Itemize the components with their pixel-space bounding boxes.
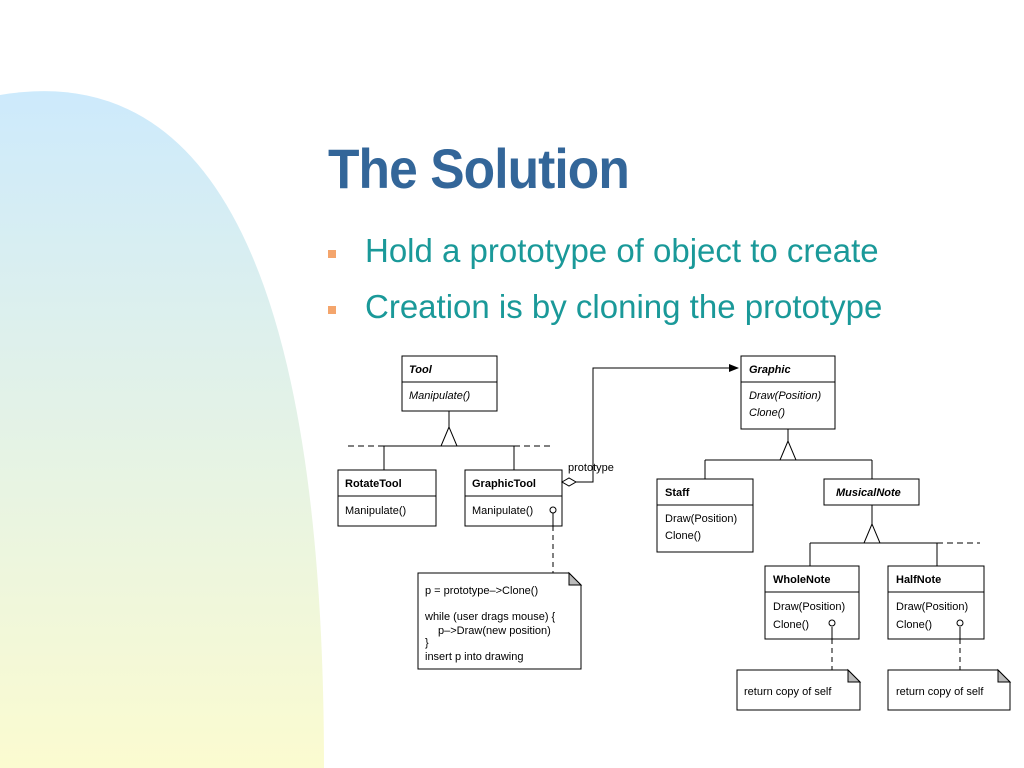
- class-operation: Clone(): [773, 619, 809, 631]
- note-line: p = prototype–>Clone(): [425, 585, 538, 597]
- class-name: GraphicTool: [472, 478, 536, 490]
- class-operation: Draw(Position): [665, 513, 737, 525]
- bullet-list: Hold a prototype of object to create Cre…: [328, 232, 882, 344]
- class-operation: Clone(): [896, 619, 932, 631]
- class-operation: Manipulate(): [409, 390, 470, 402]
- class-operation: Manipulate(): [472, 505, 533, 517]
- class-rotate-tool: RotateTool Manipulate(): [337, 469, 437, 527]
- class-staff: Staff Draw(Position) Clone(): [656, 478, 754, 553]
- note-whole-note-clone: return copy of self: [736, 668, 862, 711]
- note-text: return copy of self: [896, 686, 984, 698]
- note-manipulate-code: p = prototype–>Clone() while (user drags…: [417, 571, 583, 670]
- class-half-note: HalfNote Draw(Position) Clone(): [887, 565, 985, 640]
- bullet-item: Hold a prototype of object to create: [328, 232, 882, 288]
- class-name: Graphic: [749, 364, 791, 376]
- slide-title: The Solution: [328, 137, 630, 200]
- bullet-square-icon: [328, 250, 336, 258]
- bullet-item: Creation is by cloning the prototype: [328, 288, 882, 344]
- class-name: MusicalNote: [836, 487, 901, 499]
- inheritance-tool: [348, 411, 550, 470]
- uml-class-diagram: Tool Manipulate() RotateTool Manipulate(…: [337, 355, 1012, 711]
- class-operation: Manipulate(): [345, 505, 406, 517]
- class-operation: Clone(): [665, 530, 701, 542]
- class-name: Staff: [665, 487, 690, 499]
- association-label: prototype: [568, 462, 614, 474]
- note-line: }: [425, 637, 429, 649]
- class-tool: Tool Manipulate(): [401, 355, 498, 412]
- note-half-note-clone: return copy of self: [887, 668, 1012, 711]
- class-whole-note: WholeNote Draw(Position) Clone(): [764, 565, 860, 640]
- bullet-text: Hold a prototype of object to create: [365, 232, 879, 269]
- note-links: [552, 526, 961, 670]
- note-line: p–>Draw(new position): [438, 625, 551, 637]
- note-line: insert p into drawing: [425, 651, 523, 663]
- bullet-square-icon: [328, 306, 336, 314]
- inheritance-musical-note: [809, 505, 980, 566]
- class-musical-note: MusicalNote: [823, 478, 920, 506]
- inheritance-graphic: [704, 429, 873, 479]
- class-name: WholeNote: [773, 574, 830, 586]
- class-name: RotateTool: [345, 478, 402, 490]
- class-graphic-tool: GraphicTool Manipulate(): [464, 469, 563, 527]
- class-graphic: Graphic Draw(Position) Clone(): [740, 355, 836, 430]
- class-name: Tool: [409, 364, 433, 376]
- association-prototype: [560, 364, 739, 487]
- note-text: return copy of self: [744, 686, 832, 698]
- class-operation: Draw(Position): [773, 601, 845, 613]
- class-operation: Draw(Position): [749, 390, 821, 402]
- bullet-text: Creation is by cloning the prototype: [365, 288, 883, 325]
- decorative-gradient-arc: [0, 91, 324, 768]
- class-operation: Clone(): [749, 407, 785, 419]
- note-line: while (user drags mouse) {: [424, 611, 556, 623]
- class-operation: Draw(Position): [896, 601, 968, 613]
- class-name: HalfNote: [896, 574, 941, 586]
